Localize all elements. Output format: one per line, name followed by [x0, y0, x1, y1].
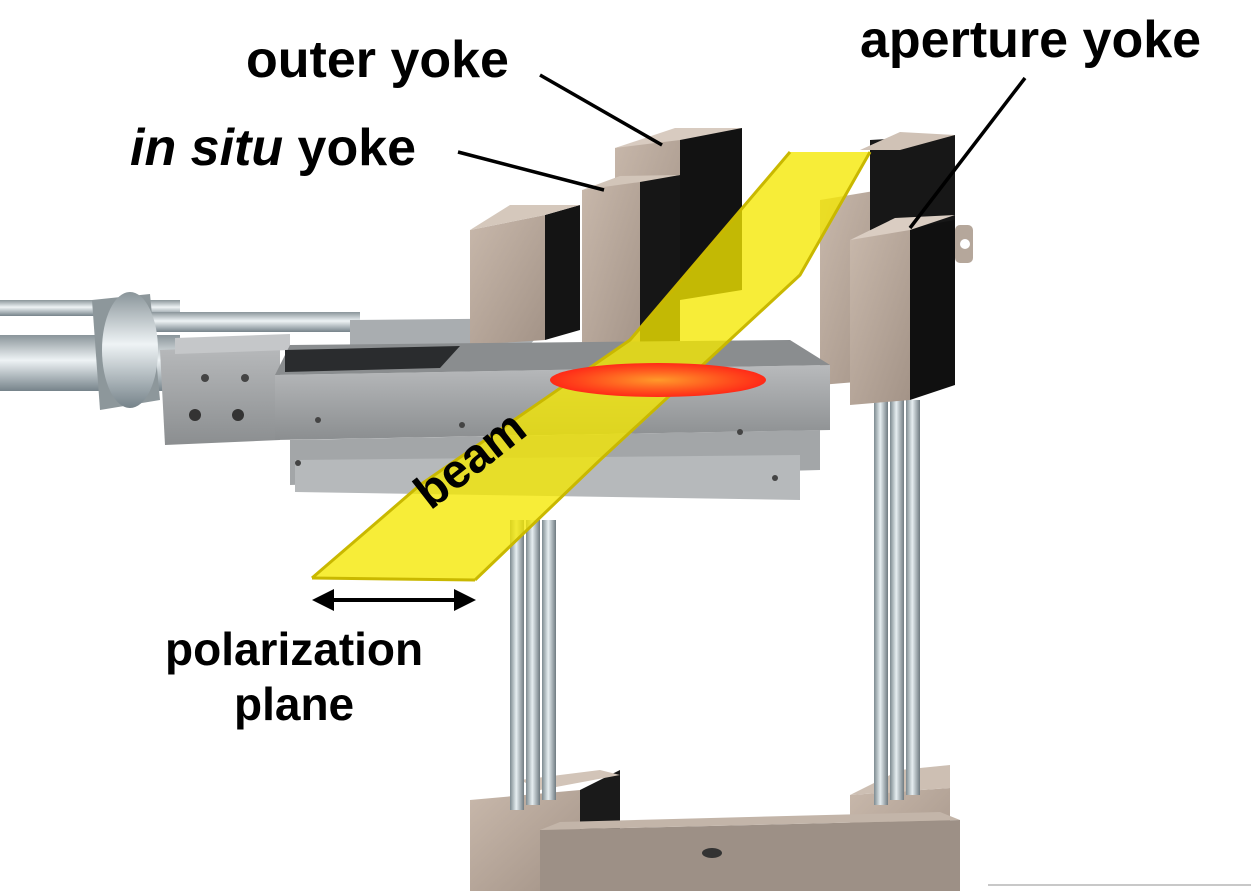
leader-lines [457, 73, 1027, 230]
beam-spot [550, 363, 766, 397]
in-situ-yoke-label: in situ yoke [130, 122, 416, 174]
in-situ-italic: in situ [130, 119, 284, 177]
in-situ-rest: yoke [283, 119, 417, 177]
aperture-yoke-label: aperture yoke [860, 11, 1202, 69]
polarization-arrow [312, 589, 476, 611]
base-frame [470, 765, 960, 891]
polarization-plane-label: polarization plane [165, 622, 423, 732]
manipulator-arm [0, 292, 555, 445]
support-rods [510, 400, 920, 810]
polarization-line-2: plane [233, 678, 355, 731]
outer-yoke-label: outer yoke [246, 31, 509, 89]
polarization-line-1: polarization [165, 623, 424, 675]
